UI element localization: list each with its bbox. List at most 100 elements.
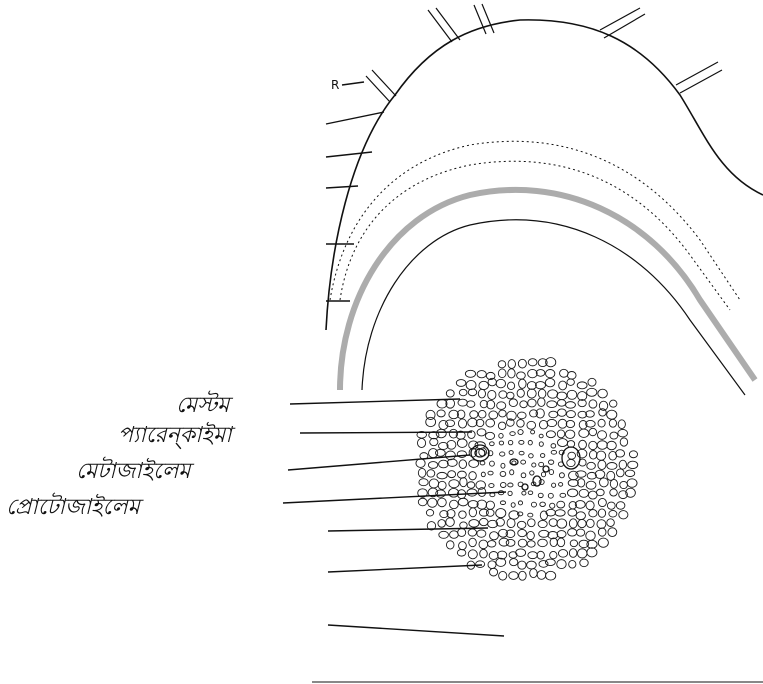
- tissue-cell: [498, 369, 506, 378]
- tissue-cell: [551, 444, 556, 448]
- tissue-cell: [429, 479, 438, 488]
- tissue-cell: [521, 460, 526, 464]
- tissue-cell: [629, 451, 637, 458]
- tissue-cell: [449, 480, 459, 488]
- tissue-cell: [547, 401, 557, 408]
- tissue-cell: [430, 438, 438, 445]
- tissue-cell: [537, 571, 546, 580]
- tissue-cell: [458, 529, 466, 537]
- tissue-cell: [517, 521, 525, 528]
- tissue-cell: [557, 439, 567, 447]
- tissue-cell: [557, 560, 566, 569]
- tissue-cell: [589, 400, 597, 408]
- tissue-cell: [527, 382, 536, 390]
- tissue-cell: [499, 441, 503, 445]
- tissue-cell: [427, 470, 435, 477]
- tissue-cell: [550, 503, 555, 508]
- tissue-cell: [446, 420, 455, 427]
- tissue-cell: [446, 541, 454, 549]
- tissue-cell: [538, 539, 548, 546]
- tissue-cell: [459, 542, 467, 550]
- tissue-cell: [509, 451, 513, 455]
- tissue-cell: [450, 500, 459, 509]
- tissue-cell: [566, 411, 575, 418]
- tissue-cell: [546, 571, 556, 580]
- tissue-cell: [539, 434, 543, 438]
- tissue-cell: [569, 471, 579, 480]
- tissue-cell: [598, 509, 605, 517]
- tissue-cell: [507, 519, 515, 528]
- tissue-cell: [487, 541, 495, 548]
- tissue-cell: [558, 550, 567, 558]
- tissue-cell: [490, 568, 498, 576]
- tissue-cell: [419, 479, 428, 486]
- tissue-cell: [598, 460, 606, 469]
- tissue-cell: [438, 520, 446, 528]
- tissue-cell: [460, 478, 467, 487]
- tissue-cell: [538, 520, 547, 527]
- tissue-cell: [517, 372, 526, 379]
- tissue-cell: [567, 379, 574, 386]
- tissue-cell: [468, 418, 477, 426]
- tissue-cell: [518, 501, 522, 505]
- tissue-cell: [577, 529, 585, 536]
- tissue-cell: [486, 501, 494, 509]
- tissue-cell: [548, 390, 558, 398]
- tissue-cell: [625, 470, 634, 477]
- tissue-cell: [552, 483, 556, 487]
- tissue-cell: [479, 518, 488, 525]
- tissue-cell: [538, 398, 545, 407]
- tissue-cell: [580, 559, 588, 567]
- tissue-cell: [498, 361, 506, 368]
- tissue-cell: [490, 461, 495, 466]
- tissue-cell: [496, 558, 506, 566]
- tissue-cell: [608, 528, 617, 537]
- tissue-cell: [569, 549, 577, 558]
- tissue-cell: [567, 441, 574, 448]
- tissue-cell: [557, 400, 565, 407]
- tissue-cell: [467, 482, 475, 489]
- tissue-cell: [480, 549, 488, 558]
- tissue-cell: [501, 463, 505, 468]
- tissue-cell: [519, 571, 527, 580]
- tissue-cell: [507, 392, 514, 399]
- tissue-cell: [609, 510, 617, 517]
- tissue-cell: [569, 519, 577, 528]
- tissue-cell: [528, 552, 538, 559]
- tissue-cell: [616, 450, 625, 457]
- tissue-cell: [478, 410, 486, 418]
- tissue-cell: [426, 509, 433, 516]
- tissue-cell: [528, 513, 533, 517]
- tissue-cell: [498, 422, 505, 429]
- tissue-cell: [567, 371, 576, 379]
- tissue-cell: [458, 498, 468, 506]
- tissue-cell: [446, 451, 456, 460]
- tissue-cell: [518, 529, 527, 536]
- tissue-cell: [467, 489, 477, 496]
- tissue-cell: [619, 511, 628, 519]
- tissue-cell: [488, 561, 496, 569]
- tissue-cell: [519, 440, 524, 444]
- tissue-cell: [527, 389, 536, 398]
- tissue-cell: [607, 463, 617, 470]
- tissue-cell: [438, 481, 446, 489]
- tissue-cell: [511, 503, 515, 508]
- leader-protoxylem: [283, 492, 506, 503]
- xylem-vessels: [471, 445, 580, 490]
- tissue-cell: [559, 381, 567, 390]
- tissue-cell: [447, 459, 457, 466]
- tissue-cell: [499, 410, 506, 417]
- tissue-cell: [549, 519, 557, 527]
- tissue-cell: [527, 531, 535, 539]
- tissue-cell: [559, 483, 563, 487]
- tissue-cell: [579, 440, 587, 449]
- tissue-cell: [566, 402, 576, 409]
- tissue-cell: [565, 430, 574, 438]
- tissue-cell: [509, 399, 517, 407]
- tissue-cell: [589, 510, 597, 517]
- tissue-cell: [417, 438, 425, 447]
- root-hairs: [366, 4, 722, 102]
- tissue-cell: [528, 399, 536, 407]
- tissue-cell: [489, 484, 494, 488]
- tissue-cell: [568, 480, 578, 487]
